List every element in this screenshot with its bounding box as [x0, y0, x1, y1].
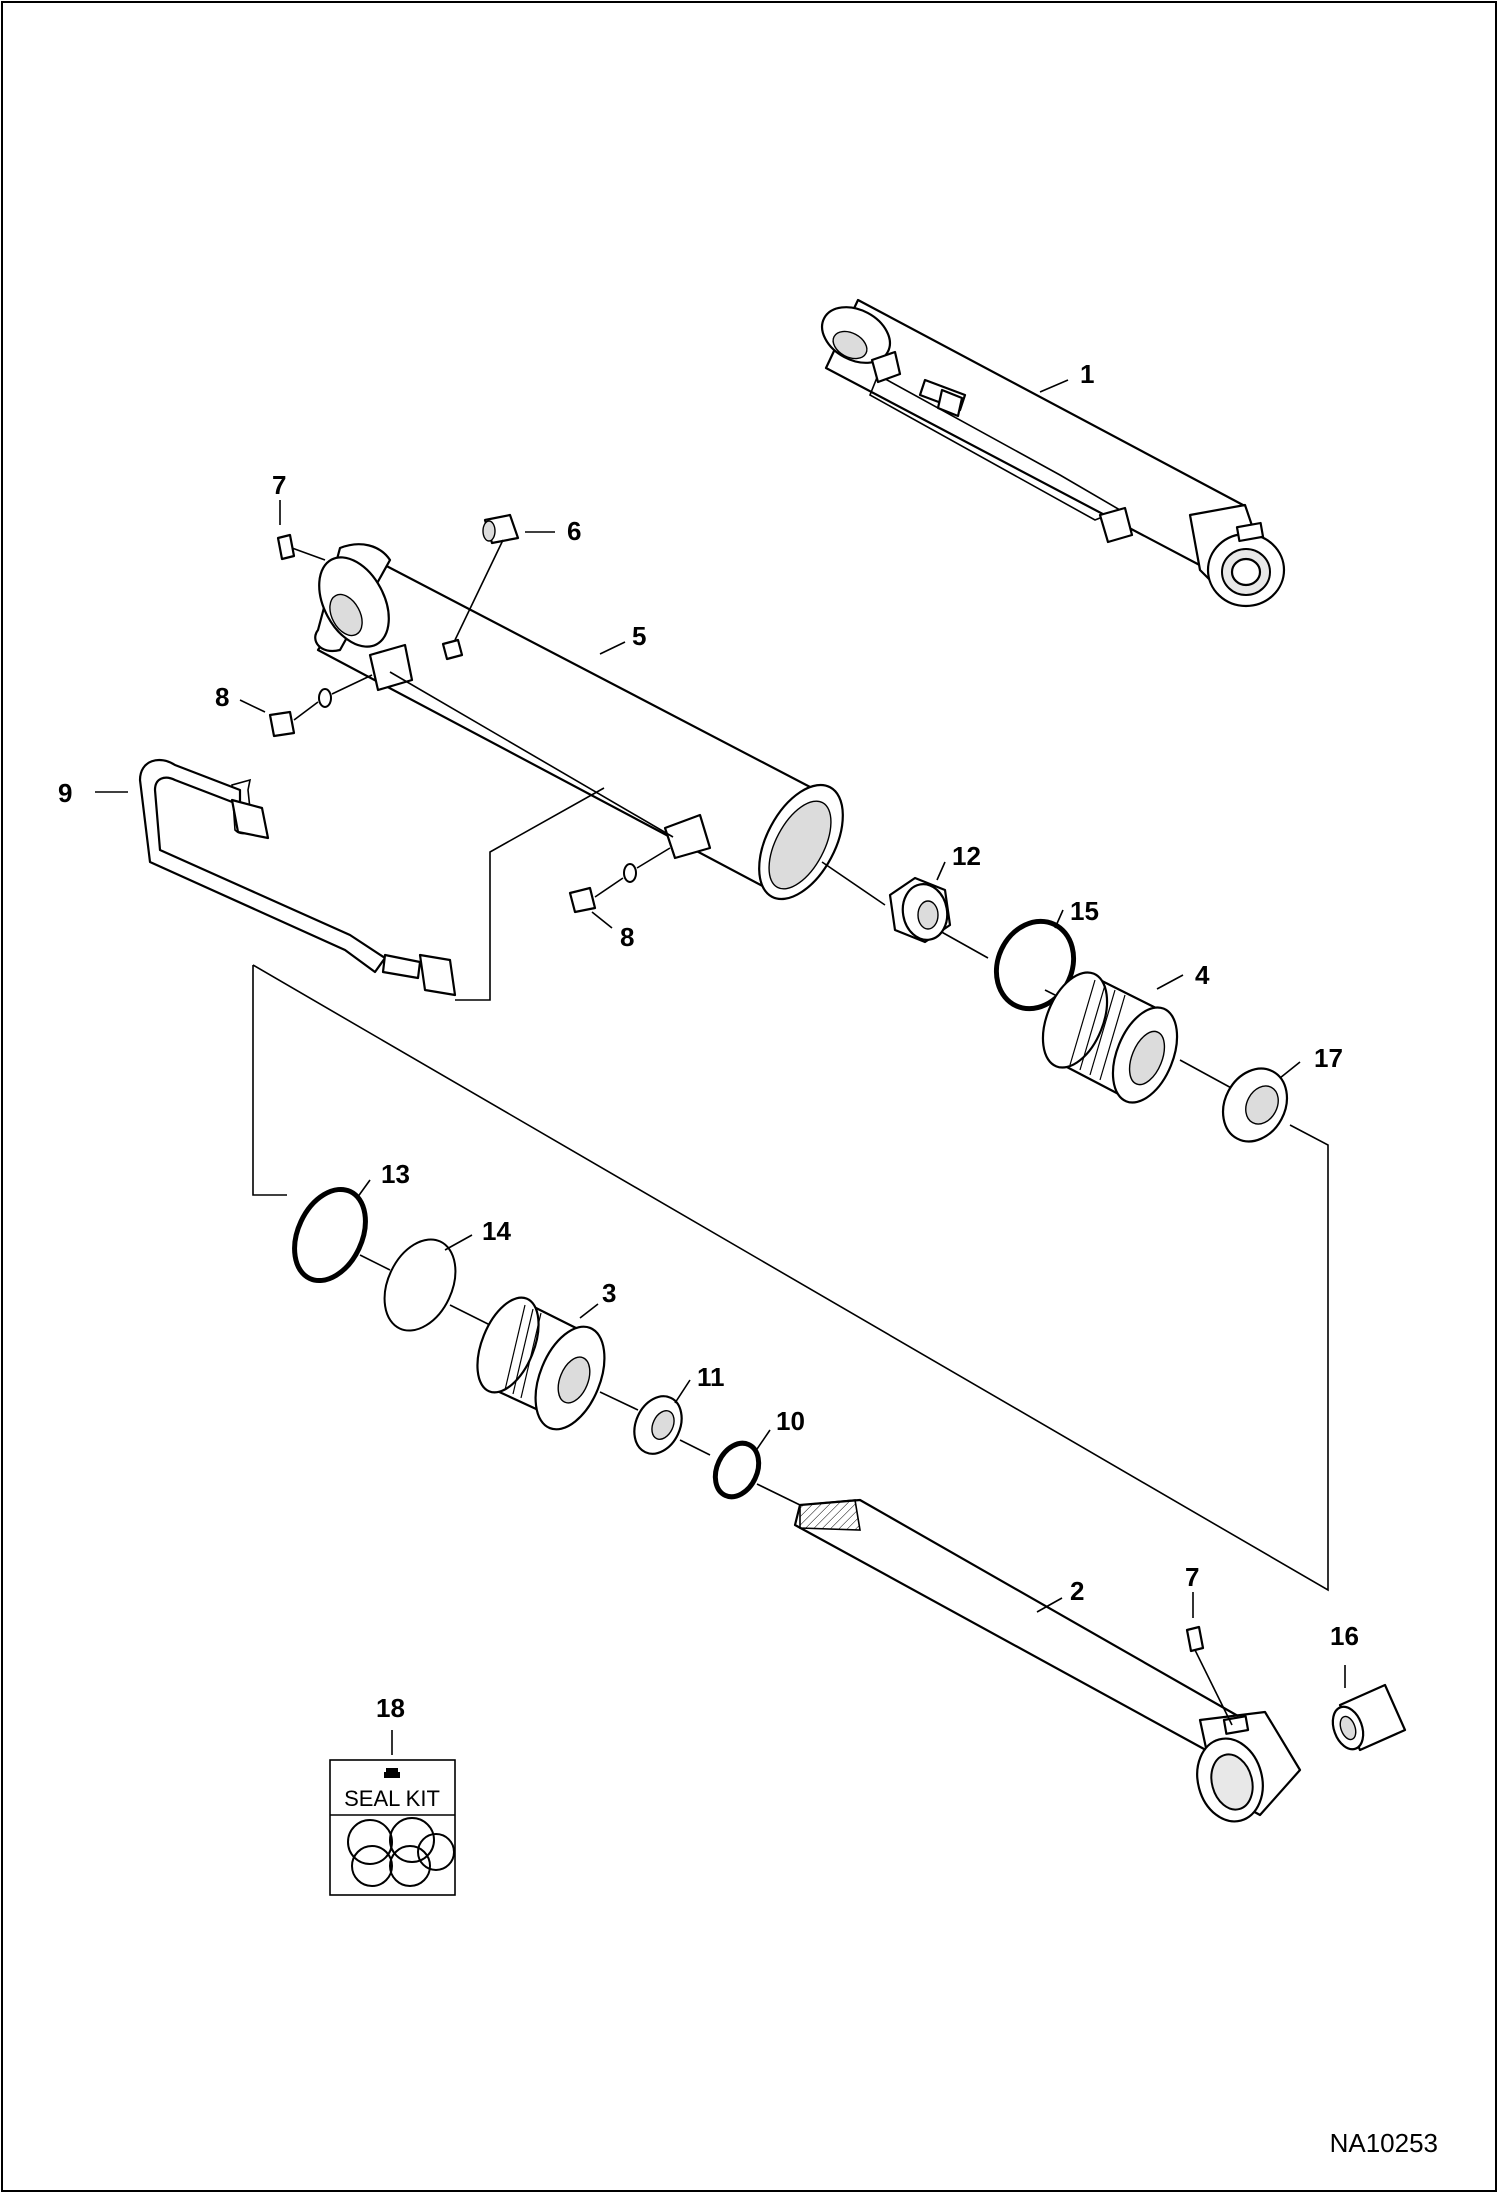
reference-code: NA10253: [1330, 2128, 1438, 2158]
part-9-tube: [138, 758, 457, 997]
svg-text:9: 9: [58, 778, 72, 808]
svg-text:8: 8: [215, 682, 229, 712]
part-8-plug-lower: [568, 847, 671, 914]
callout-9: 9: [58, 778, 128, 808]
seal-kit-box: [329, 1759, 456, 1896]
part-10-rod-seal: [712, 1440, 801, 1506]
svg-text:2: 2: [1070, 1576, 1084, 1606]
callout-3: 3: [579, 1278, 616, 1319]
axis-line-exploded-upper-2: [937, 929, 989, 959]
part-1-cylinder-assembly: [821, 298, 1286, 608]
svg-text:13: 13: [381, 1159, 410, 1189]
callout-4: 4: [1156, 960, 1210, 990]
part-8-plug-upper: [268, 674, 373, 738]
axis-line-exploded-upper: [821, 861, 886, 906]
part-5-barrel: [314, 543, 844, 901]
callout-11: 11: [674, 1362, 725, 1404]
callout-7-lower: 7: [1185, 1562, 1199, 1618]
svg-text:11: 11: [697, 1362, 725, 1392]
callout-5: 5: [599, 621, 646, 655]
callout-1: 1: [1039, 359, 1094, 393]
part-11-wiper: [633, 1395, 711, 1456]
svg-text:6: 6: [567, 516, 581, 546]
svg-text:4: 4: [1195, 960, 1210, 990]
svg-text:7: 7: [272, 470, 286, 500]
svg-text:3: 3: [602, 1278, 616, 1308]
part-3-gland-head: [476, 1296, 639, 1431]
callout-8-upper: 8: [215, 682, 266, 713]
svg-text:12: 12: [952, 841, 981, 871]
axis-line-barrel: [389, 671, 674, 838]
callout-14: 14: [444, 1216, 511, 1251]
callout-13: 13: [356, 1159, 410, 1199]
part-18-seal-kit: SEAL KIT: [329, 1759, 456, 1896]
svg-text:14: 14: [482, 1216, 511, 1246]
callout-2: 2: [1036, 1576, 1084, 1613]
callout-18: 18: [376, 1693, 405, 1755]
svg-text:18: 18: [376, 1693, 405, 1723]
part-12-nut: [888, 876, 952, 944]
callout-17: 17: [1279, 1043, 1343, 1079]
seal-kit-hanger-icon: [384, 1768, 400, 1778]
svg-text:1: 1: [1080, 359, 1094, 389]
svg-text:7: 7: [1185, 1562, 1199, 1592]
svg-text:17: 17: [1314, 1043, 1343, 1073]
part-6-plug: [441, 513, 520, 661]
routing-line-upper: [455, 787, 605, 1001]
routing-line-outer: [252, 965, 287, 1196]
part-14-o-ring: [383, 1238, 491, 1332]
svg-text:16: 16: [1330, 1621, 1359, 1651]
part-16-bushing: [1331, 1683, 1407, 1752]
seal-kit-label: SEAL KIT: [344, 1786, 440, 1811]
callout-6: 6: [525, 516, 581, 546]
callout-16: 16: [1330, 1621, 1359, 1688]
part-4-piston: [1041, 971, 1179, 1104]
routing-line-diagonal: [252, 964, 1329, 1592]
part-2-rod: [793, 1498, 1302, 1823]
callout-8-lower: 8: [591, 911, 634, 952]
svg-text:15: 15: [1070, 896, 1099, 926]
part-7-grease-fitting-lower: [1185, 1625, 1233, 1726]
axis-line-exploded-upper-4: [1179, 1059, 1236, 1091]
part-7-grease-fitting-top: [276, 533, 326, 561]
svg-text:5: 5: [632, 621, 646, 651]
part-17-bushing-ring: [1221, 1067, 1289, 1143]
callout-labels: 1 2 3 4 5 6 7 7: [58, 359, 1359, 1755]
callout-7-top: 7: [272, 470, 286, 525]
callout-12: 12: [936, 841, 981, 881]
svg-text:8: 8: [620, 922, 634, 952]
part-13-backup-ring: [292, 1186, 391, 1284]
callout-15: 15: [1054, 896, 1099, 929]
svg-text:10: 10: [776, 1406, 805, 1436]
callout-10: 10: [754, 1406, 805, 1453]
